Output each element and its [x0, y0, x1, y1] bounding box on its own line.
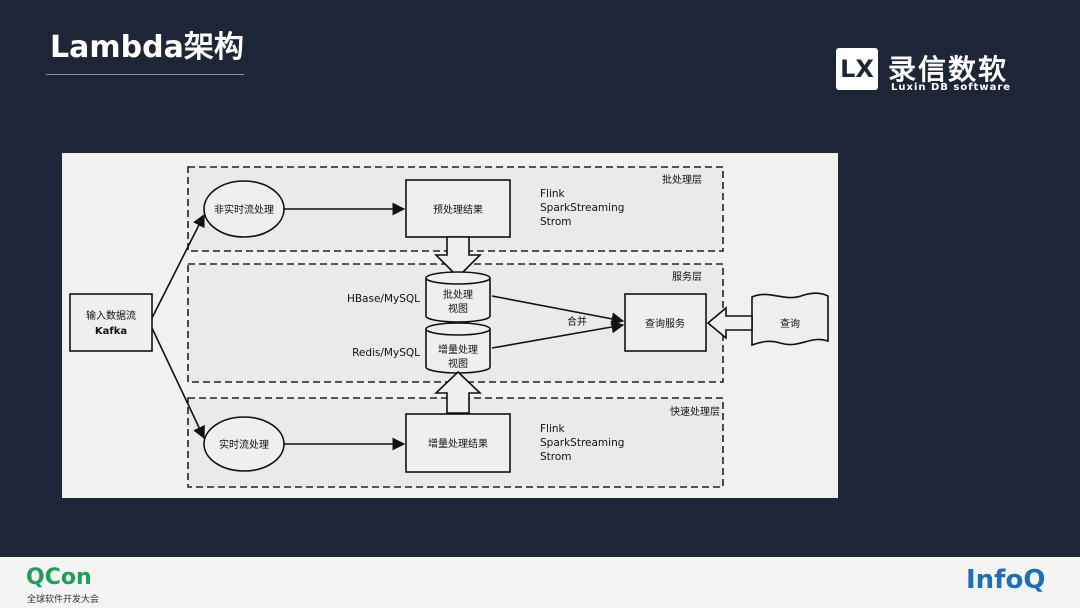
- batch-view-sublabel: 视图: [448, 302, 468, 315]
- arrow-batch-view-to-query: [491, 295, 625, 326]
- footer-bar: QCon 全球软件开发大会 InfoQ: [0, 557, 1080, 608]
- pre-result-label: 预处理结果: [433, 203, 483, 216]
- tech-bottom-2: SparkStreaming: [540, 437, 624, 449]
- tech-bottom-1: Flink: [540, 423, 566, 435]
- lambda-architecture-diagram: 批处理层 服务层 快速处理层 输入数据流 Kafka 非实时流处理 预处理结果 …: [69, 166, 829, 488]
- redis-label: Redis/MySQL: [352, 347, 420, 359]
- tech-top-1: Flink: [540, 188, 566, 200]
- tech-top-3: Strom: [540, 216, 572, 228]
- qcon-subtitle: 全球软件开发大会: [27, 595, 100, 605]
- batch-view-db-icon: [425, 271, 491, 323]
- tech-bottom-3: Strom: [540, 451, 572, 463]
- merge-label: 合并: [567, 315, 587, 328]
- batch-layer-label: 批处理层: [662, 173, 702, 186]
- infoq-logo: InfoQ: [966, 565, 1046, 595]
- query-label: 查询: [780, 317, 800, 330]
- query-document-node: [751, 292, 829, 347]
- realtime-label: 实时流处理: [219, 438, 269, 451]
- incr-result-node: [405, 413, 511, 473]
- incr-result-label: 增量处理结果: [428, 437, 488, 450]
- brand-logo: LX 录信数软 Luxin DB software: [836, 48, 1036, 96]
- query-service-label: 查询服务: [645, 317, 685, 330]
- input-stream-sublabel: Kafka: [95, 326, 127, 337]
- arrow-input-to-non-realtime: [151, 213, 205, 319]
- incr-view-sublabel: 视图: [448, 357, 468, 370]
- arrow-input-to-realtime: [151, 327, 205, 440]
- incr-view-db-icon: [425, 322, 491, 374]
- brand-name-cn: 录信数软: [888, 53, 1009, 86]
- brand-mark-icon: LX: [836, 48, 878, 90]
- serving-layer-label: 服务层: [672, 270, 702, 283]
- non-realtime-label: 非实时流处理: [214, 203, 274, 216]
- query-service-node: [624, 293, 707, 352]
- input-stream-label: 输入数据流: [86, 309, 136, 322]
- block-arrow-up: [434, 370, 482, 414]
- incr-view-label: 增量处理: [438, 343, 478, 356]
- brand-mark-text: LX: [840, 55, 874, 83]
- brand-name-en: Luxin DB software: [891, 82, 1012, 93]
- pre-result-node: [405, 179, 511, 238]
- speed-layer-label: 快速处理层: [670, 406, 720, 418]
- title-underline: [46, 74, 244, 75]
- tech-top-2: SparkStreaming: [540, 202, 624, 214]
- hollow-arrow-left: [706, 306, 753, 340]
- slide-title: Lambda架构: [50, 30, 244, 65]
- input-stream-node: [69, 293, 153, 352]
- architecture-figure: 批处理层 服务层 快速处理层 输入数据流 Kafka 非实时流处理 预处理结果 …: [62, 153, 838, 498]
- arrow-incr-view-to-query: [491, 320, 625, 349]
- hbase-label: HBase/MySQL: [347, 293, 420, 305]
- block-arrow-down: [434, 236, 482, 279]
- batch-view-label: 批处理: [443, 288, 473, 301]
- qcon-logo: QCon: [26, 565, 92, 590]
